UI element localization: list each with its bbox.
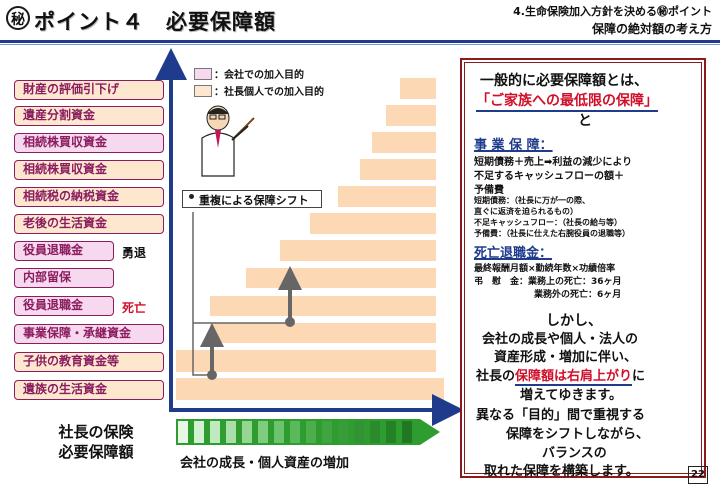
note-retire: 勇退 [122,246,147,260]
bar-education [176,350,436,372]
explanation-panel-inner [464,62,702,474]
y-axis-label: 社長の保険 必要保障額 [46,422,146,462]
body-line9: 取れた保障を構築します。 [484,464,639,479]
bar-stock-company [372,132,436,153]
header-divider [0,40,720,43]
header-divider-thin [0,44,720,45]
bar-business [210,323,436,343]
legend-personal: ：社長個人での加入目的 [214,87,324,98]
secret-mark-icon: 秘 [6,6,30,30]
jigyo-line3: 予備費 [474,185,504,196]
panel-line2: 「ご家族への最低限の保障」 [476,90,658,112]
label-inheritance-tax: 相続税の納税資金 [14,187,164,207]
shibo-line2a: 弔 慰 金：業務上の死亡：36ヶ月 [474,277,622,287]
section-heading: 保障の絶対額の考え方 [591,22,712,36]
x-axis-label: 会社の成長・個人資産の増加 [180,456,350,471]
label-family-living: 遺族の生活資金 [14,380,164,400]
jigyo-line5: 直ぐに返済を迫られるもの） [474,207,578,216]
label-death-allowance: 役員退職金 [14,296,114,316]
shibo-line2b: 業務外の死亡：6ヶ月 [534,290,622,300]
bar-inheritance-tax [338,186,436,207]
bar-asset-valuation [400,78,436,99]
bar-family-living [176,378,444,400]
presenter-figure-icon [201,105,255,177]
explanation-panel [460,58,706,478]
bar-death-allowance [210,296,436,316]
jigyo-line7: 予備費：（社長に仕えた右腕役員の退職等） [474,229,630,238]
panel-line1: 一般的に必要保障額とは、 [480,73,648,89]
label-asset-valuation: 財産の評価引下げ [14,80,164,100]
body-line7: 保障をシフトしながら、 [506,427,650,442]
label-retirement-allowance: 役員退職金 [14,241,114,261]
shift-callout: 重複による保障シフト [182,190,322,208]
label-stock-buyback-company: 相続株買収資金 [14,133,164,153]
jigyo-title: 事 業 保 障： [474,138,553,153]
jigyo-line1: 短期債務＋売上➡利益の減少により [474,157,633,168]
body-line4-c: に [632,369,646,384]
body-line4: 社長の保障額は右肩上がりに [476,365,646,386]
label-business-continuity: 事業保障・承継資金 [14,324,164,344]
body-line5: 増えてゆきます。 [520,388,623,403]
label-estate-division: 遺産分割資金 [14,106,164,126]
section-subtitle: 4.生命保険加入方針を決める㊙ポイント [513,5,712,18]
body-line8: バランスの [542,446,607,461]
bar-stock-personal [360,159,436,180]
jigyo-line4: 短期債務：（社長に万が一の際、 [474,196,590,205]
jigyo-line2: 不足するキャッシュフローの額＋ [474,171,624,182]
label-education-fund: 子供の教育資金等 [14,352,164,372]
jigyo-line6: 不足キャッシュフロー：（社長の給与等） [474,218,622,227]
body-line4-a: 社長の [476,369,516,384]
body-line4-highlight: 保障額は右肩上がり [515,369,633,386]
note-death: 死亡 [122,301,147,315]
body-line6: 異なる「目的」間で重視する [476,408,646,423]
label-retirement-living: 老後の生活資金 [14,214,164,234]
label-retained-earnings: 内部留保 [14,268,114,288]
legend-swatch-personal [194,85,212,97]
bar-retirement-living [310,213,436,234]
page-number: 22 [688,466,708,484]
shibo-line1: 最終報酬月額×勤続年数×功績倍率 [474,264,616,274]
shift-callout-text: 重複による保障シフト [199,194,309,207]
label-stock-buyback-personal: 相続株買収資金 [14,160,164,180]
body-line3: 資産形成・増加に伴い、 [494,350,638,365]
body-line2: 会社の成長や個人・法人の [482,332,639,347]
y-axis-label-line1: 社長の保険 [58,423,134,441]
legend-company: ：会社での加入目的 [214,70,304,81]
legend-swatch-company [194,68,212,80]
panel-line3: と [578,113,592,129]
bar-estate [386,105,436,126]
y-axis-label-line2: 必要保障額 [58,443,134,461]
bar-retire-allowance [280,240,436,261]
body-line1: しかし、 [546,313,602,329]
shibo-title: 死亡退職金： [474,246,553,261]
page-title: ポイント４ 必要保障額 [34,10,276,34]
